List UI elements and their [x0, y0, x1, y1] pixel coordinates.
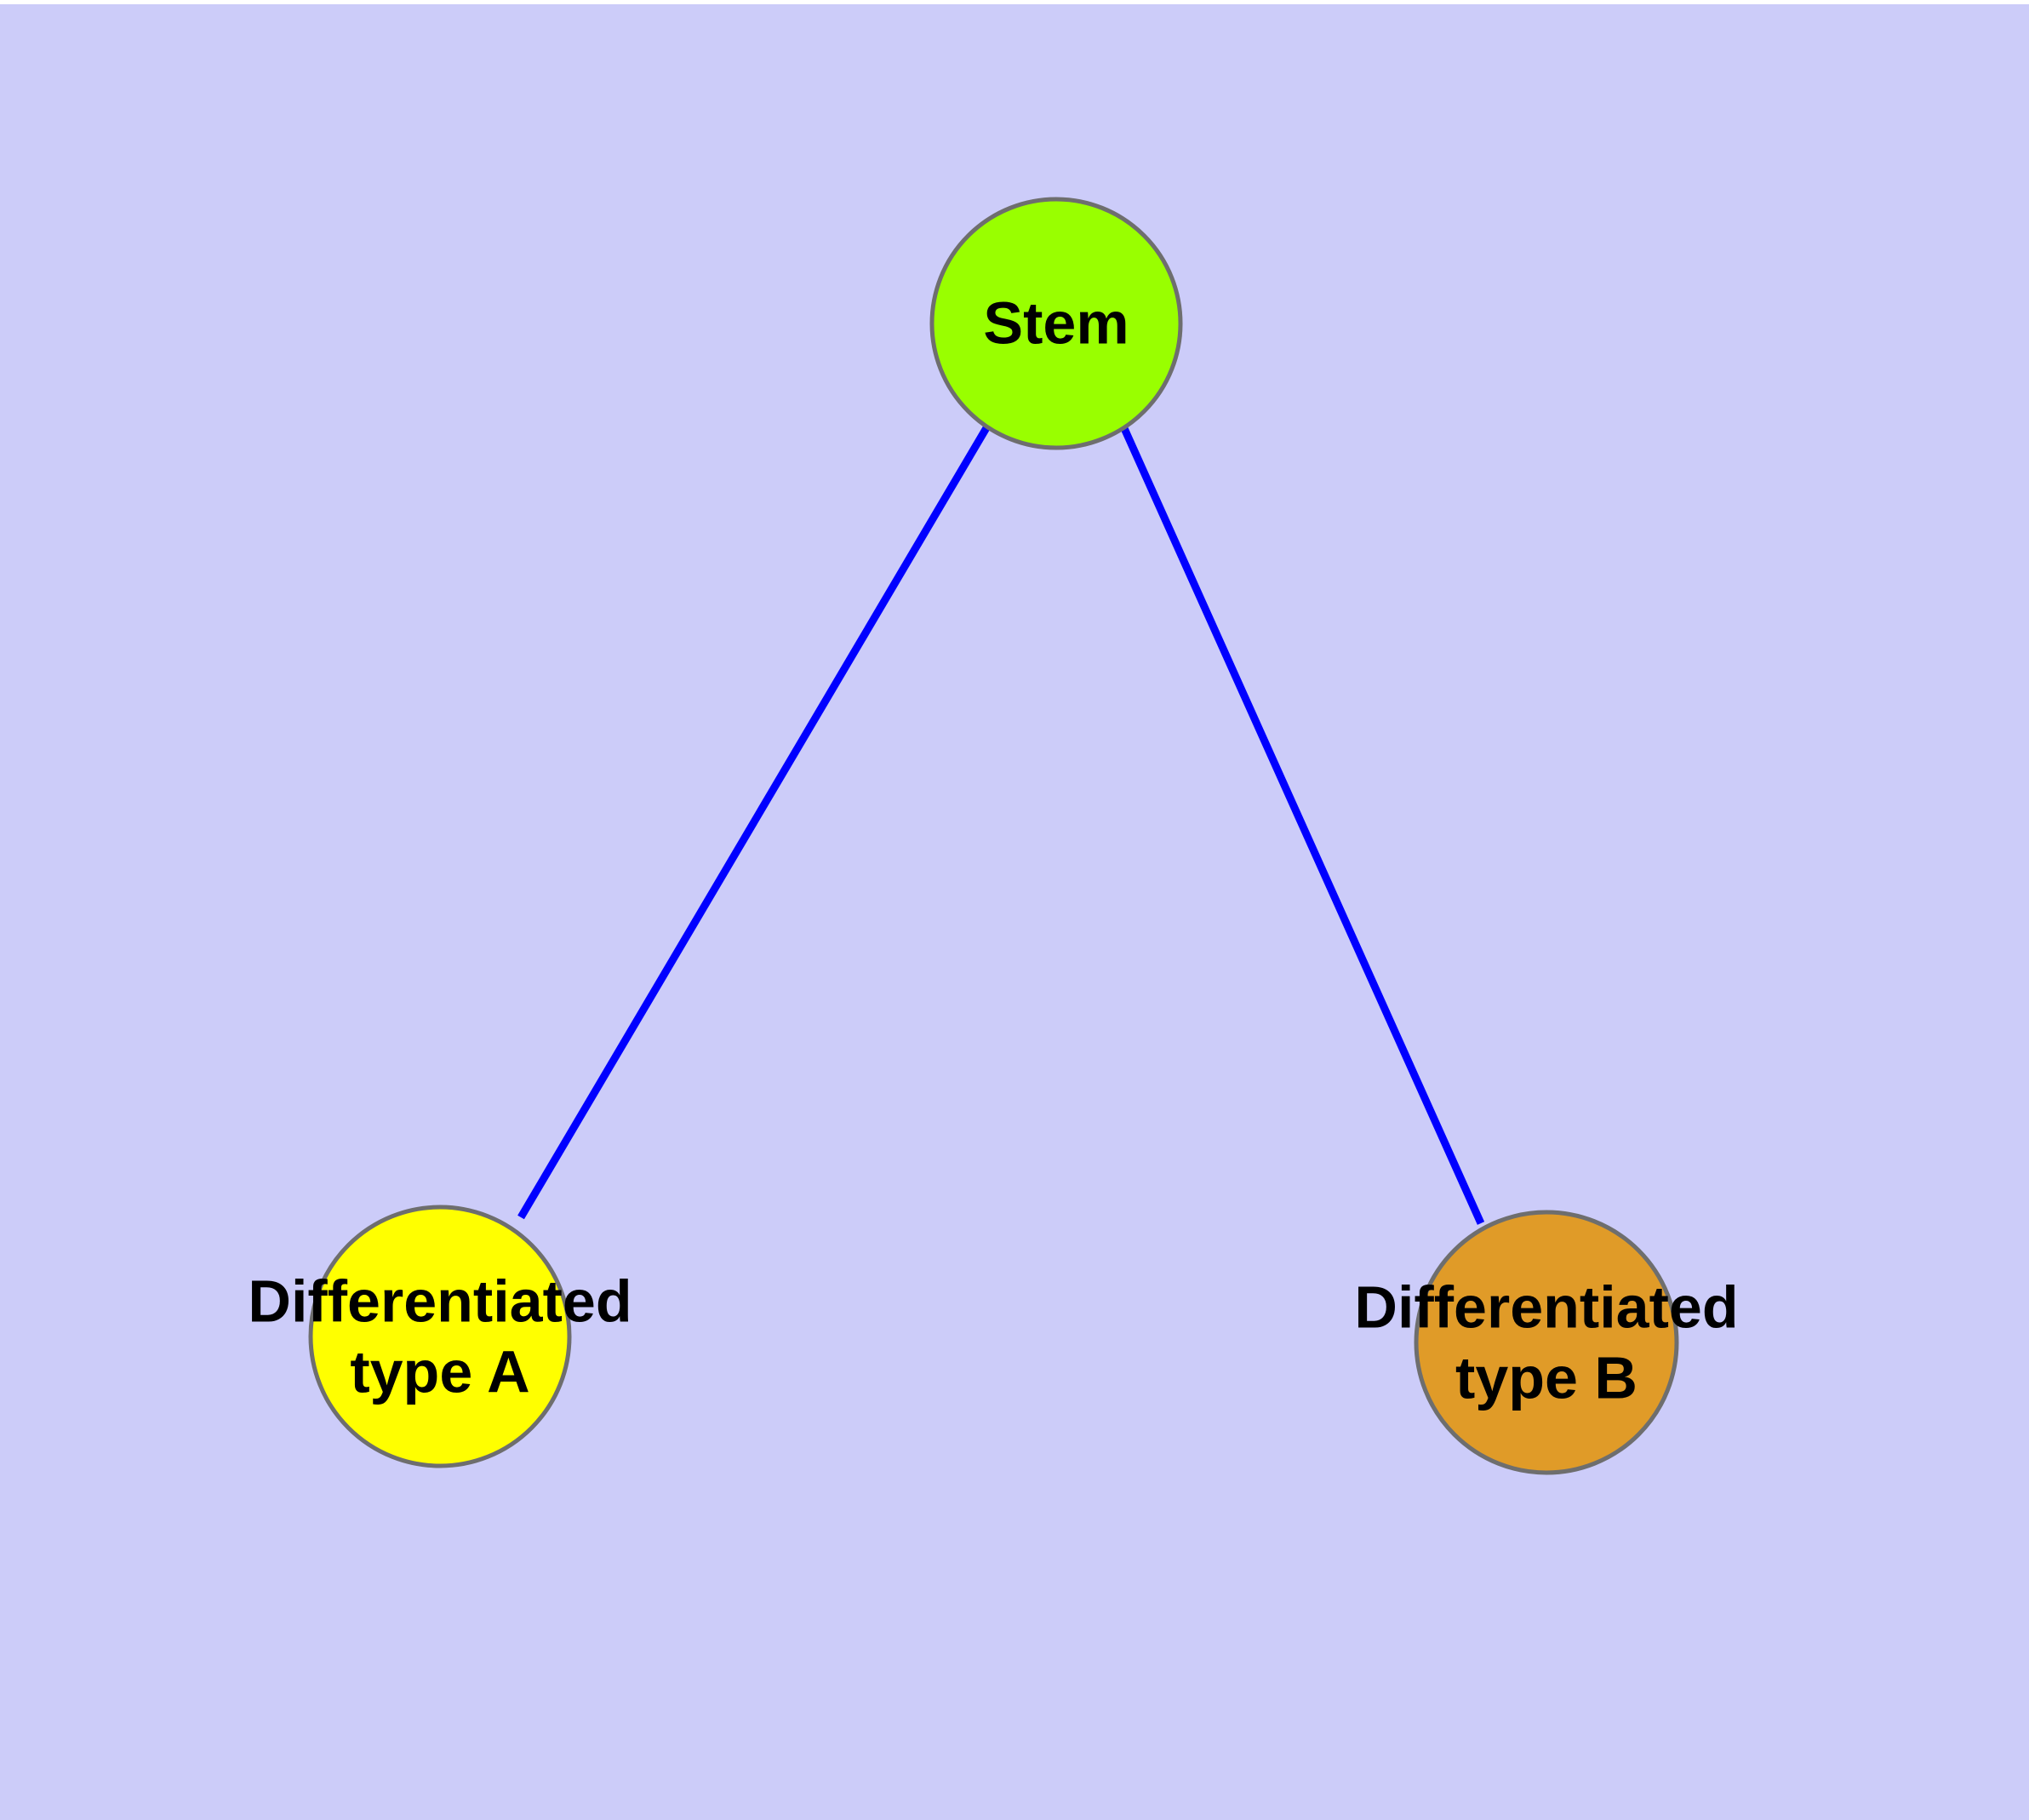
graph-node-stem[interactable]: [929, 197, 1183, 450]
graph-edge-stem-to-diff_b[interactable]: [1119, 425, 1485, 1225]
graph-edge-stem-to-diff_a[interactable]: [517, 424, 991, 1220]
graph-node-diff_b[interactable]: [1414, 1210, 1679, 1475]
edge-layer: [517, 424, 1485, 1225]
graph-node-diff_a[interactable]: [308, 1205, 572, 1468]
node-layer: [308, 197, 1679, 1475]
graph-svg: [308, 197, 1679, 1475]
